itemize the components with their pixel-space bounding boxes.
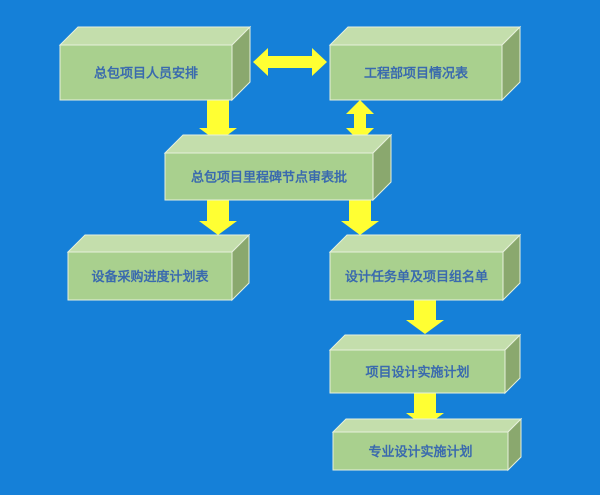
box-front-face bbox=[329, 349, 506, 394]
box-front-face bbox=[332, 431, 509, 471]
box-front-face bbox=[329, 44, 503, 101]
box-top-face bbox=[58, 26, 252, 46]
box-front-face bbox=[59, 44, 233, 101]
box-top-face bbox=[163, 134, 393, 154]
box-top-face bbox=[328, 26, 522, 46]
box-top-face bbox=[331, 418, 523, 433]
arrow-down-design-task-to-implementation bbox=[406, 300, 444, 334]
box-dept-status: 工程部项目情况表 bbox=[328, 25, 522, 102]
arrow-down-milestone-to-design-task bbox=[341, 200, 379, 235]
box-design-implementation: 项目设计实施计划 bbox=[328, 333, 522, 395]
box-procurement-schedule: 设备采购进度计划表 bbox=[66, 233, 251, 302]
box-milestone-approval: 总包项目里程碑节点审表批 bbox=[163, 133, 393, 202]
box-top-face bbox=[328, 334, 522, 351]
box-front-face bbox=[164, 152, 374, 201]
box-label: 项目设计实施计划 bbox=[365, 365, 469, 381]
box-front-face bbox=[329, 251, 504, 301]
arrow-down-milestone-to-procurement bbox=[199, 200, 237, 235]
double-arrow-staffing-dept bbox=[253, 48, 327, 76]
box-staffing: 总包项目人员安排 bbox=[58, 25, 252, 102]
box-label: 设计任务单及项目组名单 bbox=[345, 269, 488, 285]
box-label: 总包项目人员安排 bbox=[94, 66, 198, 82]
box-top-face bbox=[66, 234, 251, 253]
box-design-task-list: 设计任务单及项目组名单 bbox=[328, 233, 522, 302]
box-label: 专业设计实施计划 bbox=[368, 444, 472, 460]
box-top-face bbox=[328, 234, 522, 253]
double-arrow-dept-milestone bbox=[346, 100, 374, 142]
box-label: 总包项目里程碑节点审表批 bbox=[191, 170, 347, 186]
box-discipline-design-plan: 专业设计实施计划 bbox=[331, 417, 523, 472]
box-label: 设备采购进度计划表 bbox=[91, 269, 209, 285]
arrow-down-staffing-to-milestone bbox=[199, 100, 237, 142]
box-label: 工程部项目情况表 bbox=[364, 66, 469, 82]
box-front-face bbox=[67, 251, 233, 301]
